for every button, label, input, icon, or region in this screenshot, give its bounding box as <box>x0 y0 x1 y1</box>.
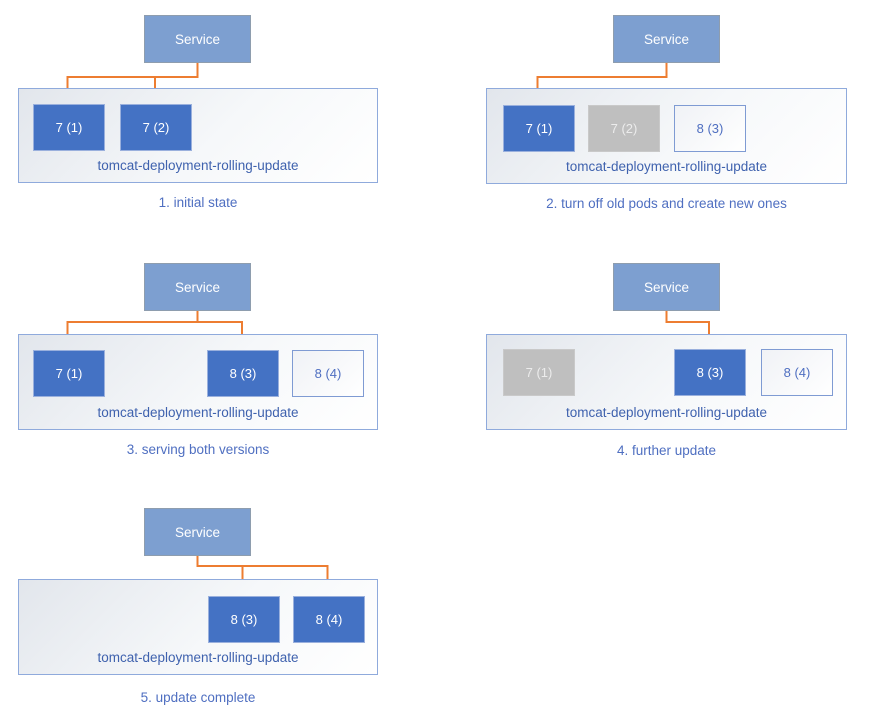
service-box-3: Service <box>144 263 251 311</box>
pod-7-2: 7 (2) <box>588 105 660 152</box>
caption-step-3: 3. serving both versions <box>126 442 270 457</box>
pod-8-3: 8 (3) <box>674 349 746 396</box>
pod-8-4: 8 (4) <box>761 349 833 396</box>
service-box-5: Service <box>144 508 251 556</box>
deployment-label-4: tomcat-deployment-rolling-update <box>565 405 768 420</box>
pod-8-3: 8 (3) <box>208 596 280 643</box>
deployment-label-2: tomcat-deployment-rolling-update <box>565 159 768 174</box>
pod-8-4: 8 (4) <box>292 350 364 397</box>
pod-8-4: 8 (4) <box>293 596 365 643</box>
deployment-box-2: 7 (1) 7 (2) 8 (3) tomcat-deployment-roll… <box>486 88 847 184</box>
pod-7-1: 7 (1) <box>33 350 105 397</box>
deployment-box-5: 8 (3) 8 (4) tomcat-deployment-rolling-up… <box>18 579 378 675</box>
pod-7-1: 7 (1) <box>503 349 575 396</box>
pod-7-2: 7 (2) <box>120 104 192 151</box>
deployment-box-1: 7 (1) 7 (2) tomcat-deployment-rolling-up… <box>18 88 378 183</box>
caption-step-1: 1. initial state <box>158 195 238 210</box>
pod-7-1: 7 (1) <box>33 104 105 151</box>
deployment-label-5: tomcat-deployment-rolling-update <box>97 650 299 665</box>
pod-8-3: 8 (3) <box>674 105 746 152</box>
deployment-label-3: tomcat-deployment-rolling-update <box>97 405 299 420</box>
caption-step-4: 4. further update <box>616 443 717 458</box>
caption-step-5: 5. update complete <box>140 690 256 705</box>
pod-7-1: 7 (1) <box>503 105 575 152</box>
service-box-1: Service <box>144 15 251 63</box>
deployment-box-3: 7 (1) 8 (3) 8 (4) tomcat-deployment-roll… <box>18 334 378 430</box>
caption-step-2: 2. turn off old pods and create new ones <box>546 196 787 211</box>
service-box-2: Service <box>613 15 720 63</box>
pod-8-3: 8 (3) <box>207 350 279 397</box>
service-box-4: Service <box>613 263 720 311</box>
deployment-label-1: tomcat-deployment-rolling-update <box>97 158 299 173</box>
deployment-box-4: 7 (1) 8 (3) 8 (4) tomcat-deployment-roll… <box>486 334 847 430</box>
